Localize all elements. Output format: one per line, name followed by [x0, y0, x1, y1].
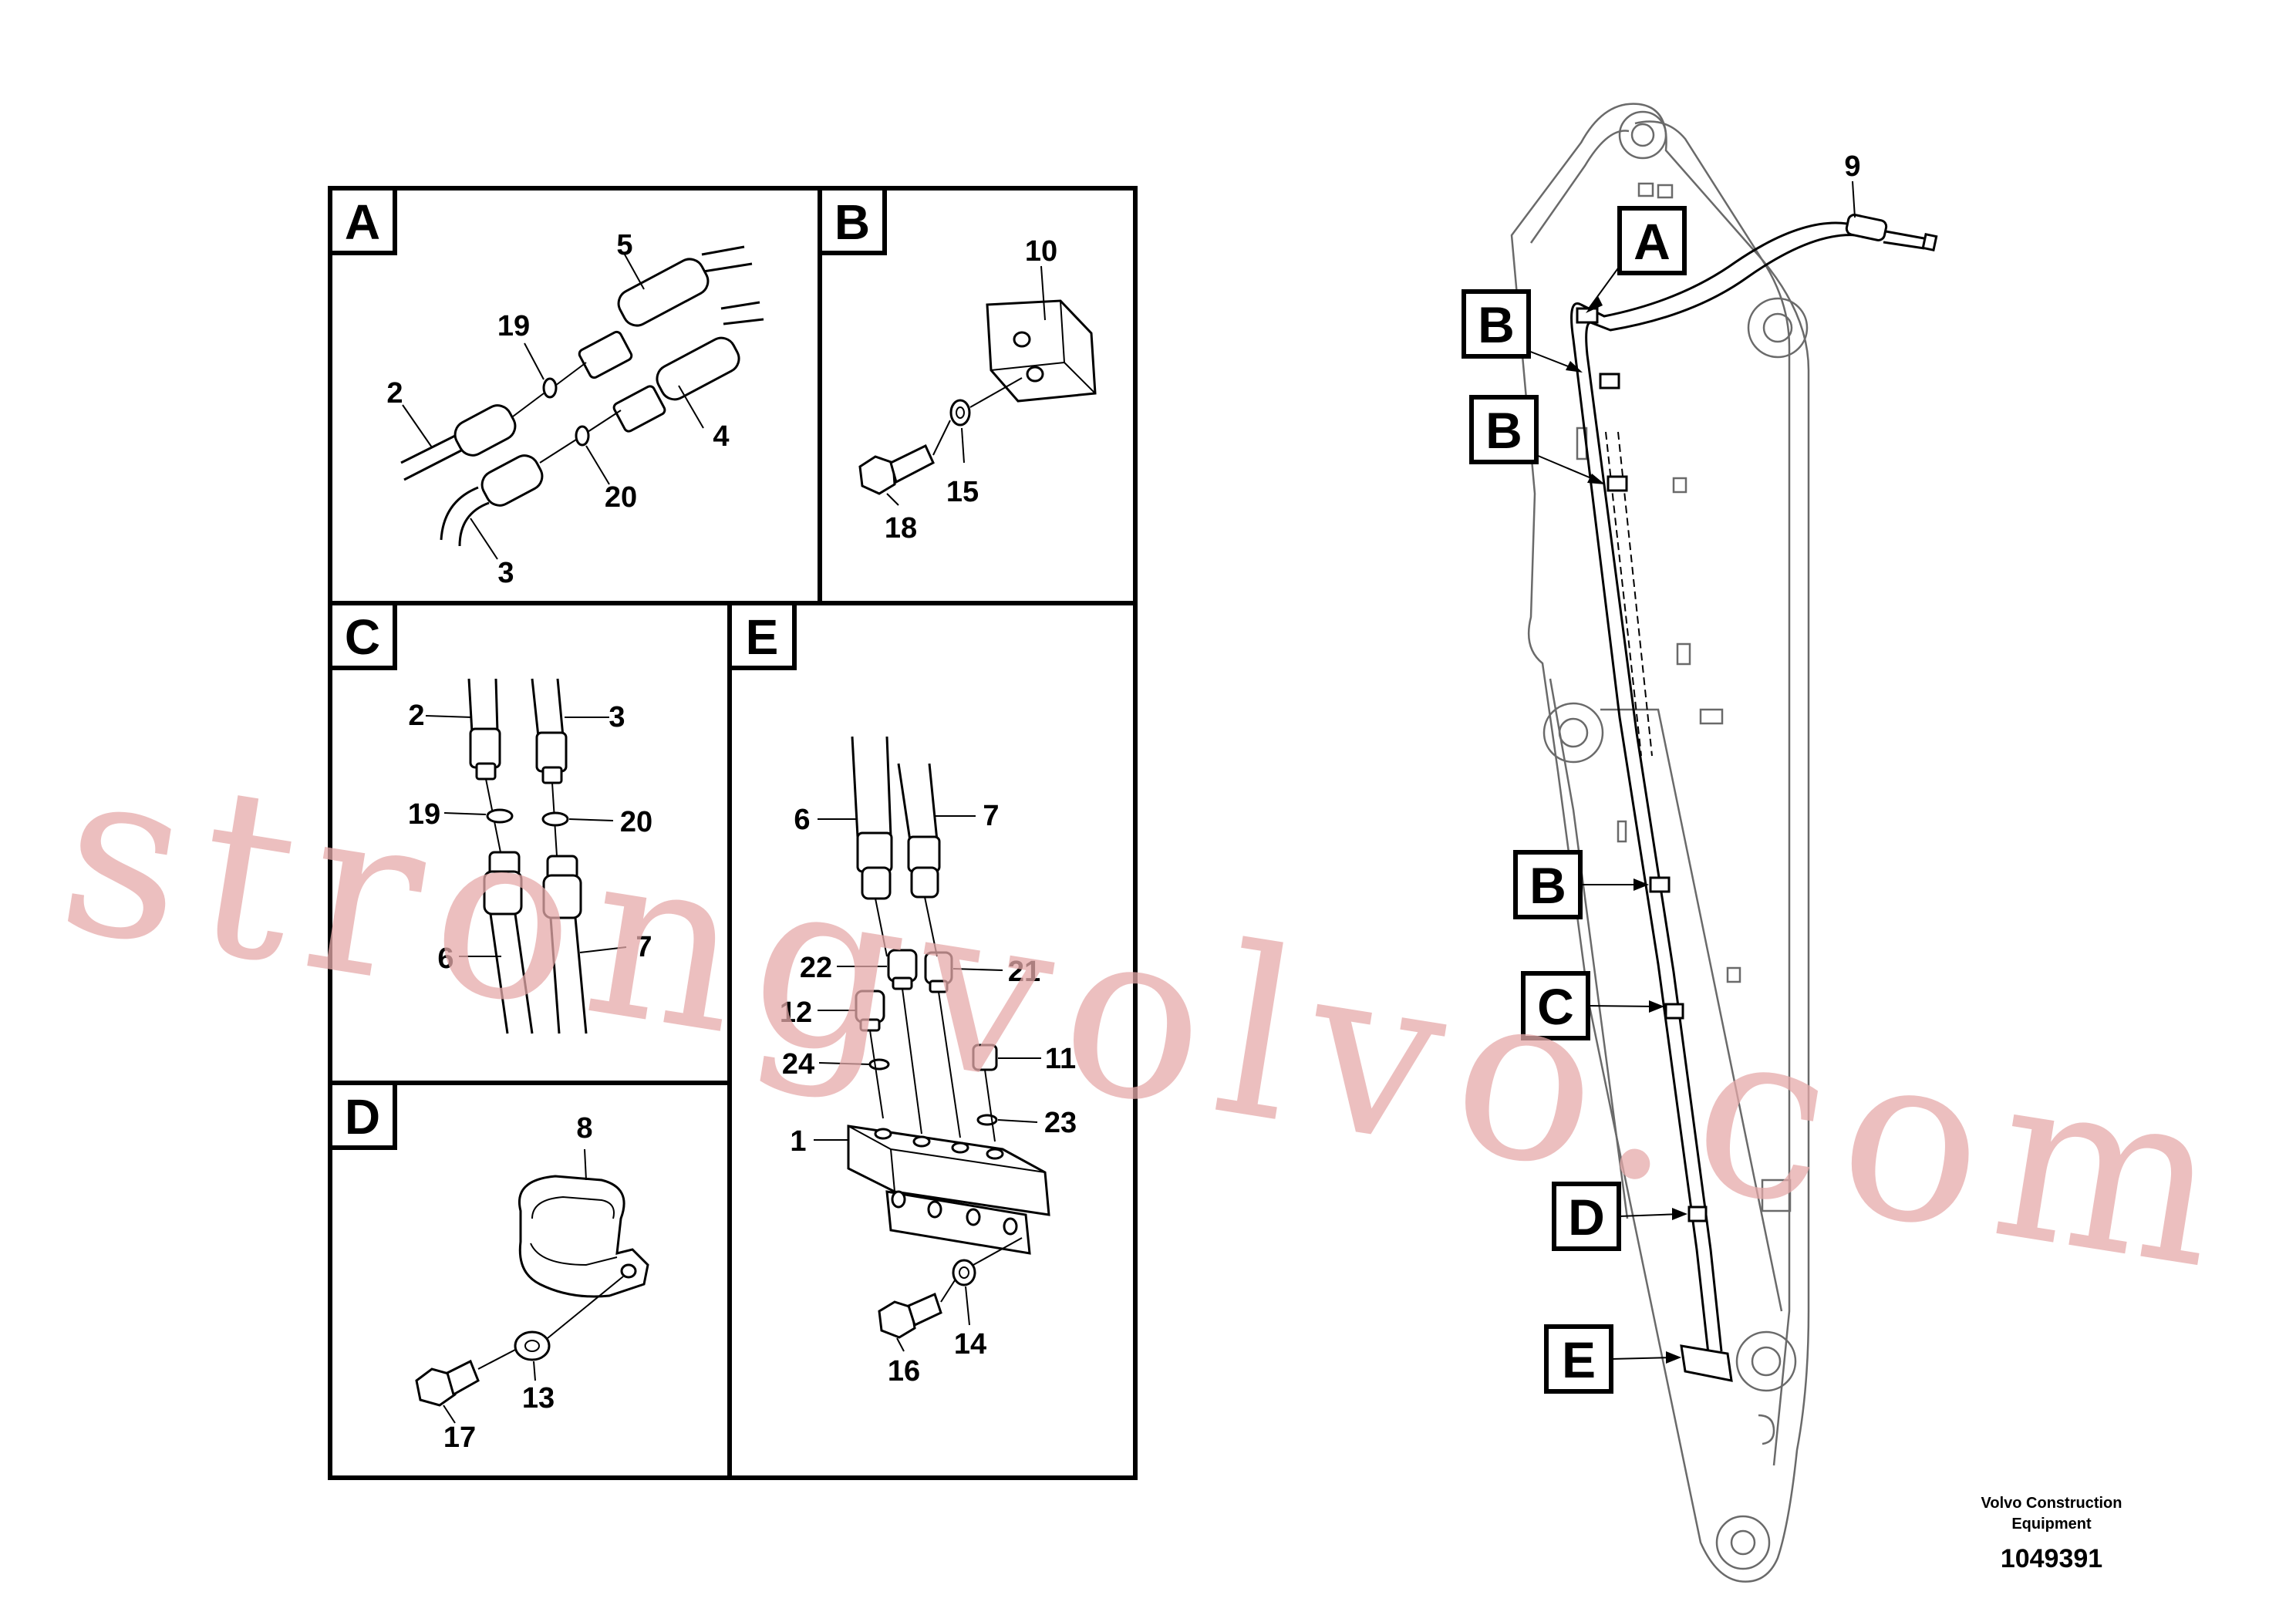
part-number-c-2: 2: [408, 700, 424, 732]
part-number-d-17: 17: [443, 1421, 476, 1454]
boom-callout-d: D: [1568, 1189, 1605, 1246]
part-number-a-3: 3: [497, 557, 514, 589]
part-number-a-5: 5: [616, 229, 632, 261]
boom-callout-b1: B: [1478, 296, 1515, 353]
hose-fitting-e-6: [861, 866, 892, 900]
panel-d-label: D: [345, 1089, 380, 1145]
panel-c-label: C: [345, 609, 380, 665]
part-number-d-8: 8: [576, 1112, 592, 1145]
hose-fitting-6: [483, 870, 523, 916]
washer-15: [949, 399, 971, 427]
company-name-line1: Volvo Construction: [1981, 1495, 2122, 1512]
part-number-e-7: 7: [983, 800, 999, 832]
panel-e-label: E: [746, 609, 779, 665]
clamp-8: [518, 1175, 649, 1298]
clamp-bracket-10: [986, 299, 1097, 403]
part-number-e-1: 1: [790, 1125, 806, 1158]
boom-pin-lower: [1735, 1330, 1797, 1392]
part-number-a-2: 2: [386, 377, 403, 410]
part-number-d-13: 13: [522, 1382, 555, 1415]
drawing-footer: Volvo Construction Equipment 1049391: [1981, 1495, 2122, 1573]
boom-callout-a: A: [1633, 213, 1671, 270]
part-number-e-24: 24: [782, 1048, 814, 1081]
hose-route: [1570, 221, 1848, 1354]
boom-assembly: A B B B C D E 9: [1462, 103, 1938, 1583]
boom-callout-b2: B: [1485, 402, 1522, 459]
panel-b: B 10 15 18: [818, 186, 1097, 545]
drawing-id: 1049391: [2001, 1544, 2102, 1573]
boom-pin-middle: [1542, 702, 1604, 764]
part-number-c-19: 19: [408, 798, 440, 831]
o-ring-c-20: [541, 811, 569, 827]
part-number-a-19: 19: [497, 310, 530, 342]
part-number-e-23: 23: [1044, 1107, 1077, 1139]
quick-coupler-9: [1845, 214, 1888, 241]
washer-14: [952, 1259, 976, 1286]
part-number-b-18: 18: [885, 512, 917, 545]
bolt-18: [858, 455, 896, 495]
manifold-block-1: [847, 1125, 1050, 1216]
bolt-16: [878, 1300, 916, 1339]
adapter-21: [924, 951, 953, 985]
part-number-e-14: 14: [954, 1328, 986, 1361]
boom-callout-c: C: [1537, 978, 1574, 1035]
hose-fitting-e-7: [910, 866, 939, 899]
adapter-12: [855, 990, 885, 1023]
boom-callout-e: E: [1562, 1331, 1596, 1388]
o-ring-19: [542, 377, 558, 399]
adapter-22: [887, 949, 918, 983]
boom-pin-top: [1618, 110, 1667, 160]
washer-13: [514, 1330, 551, 1361]
panel-a: A 5 19 2 4 20 3: [328, 186, 764, 589]
part-number-b-15: 15: [946, 476, 979, 508]
hose-fitting-2: [453, 404, 517, 457]
part-number-boom-9: 9: [1844, 150, 1860, 183]
hose-fitting-5: [617, 258, 710, 327]
part-number-c-7: 7: [636, 931, 652, 963]
panel-c: C 2 3 19 20 6 7: [328, 601, 652, 1034]
company-name-line2: Equipment: [2011, 1516, 2092, 1533]
manifold-block-boom: [1680, 1344, 1733, 1382]
boom-pin-bottom: [1715, 1515, 1771, 1570]
o-ring-c-19: [486, 808, 514, 824]
o-ring-20: [575, 425, 590, 447]
part-number-e-12: 12: [780, 996, 812, 1029]
hose-fitting-4: [656, 336, 740, 401]
boom-outline: [1510, 103, 1810, 1583]
part-number-e-6: 6: [794, 804, 810, 836]
boom-pin-upper-right: [1747, 297, 1809, 359]
part-number-c-6: 6: [437, 943, 453, 975]
part-number-a-4: 4: [713, 420, 729, 453]
part-number-e-22: 22: [800, 952, 832, 984]
panel-d: D 8 13 17: [328, 1081, 649, 1454]
hose-end-3: [535, 731, 568, 773]
boom-callout-b3: B: [1529, 857, 1566, 914]
part-number-e-21: 21: [1008, 956, 1040, 988]
part-number-c-20: 20: [620, 806, 652, 838]
panel-a-label: A: [345, 194, 380, 250]
part-number-e-11: 11: [1045, 1043, 1076, 1075]
fitting-11: [972, 1044, 998, 1071]
panel-b-label: B: [834, 194, 870, 250]
part-number-a-20: 20: [605, 481, 637, 514]
o-ring-24: [868, 1058, 890, 1071]
part-number-e-16: 16: [888, 1355, 920, 1388]
hose-fitting-3: [480, 454, 544, 507]
panel-e: E: [727, 601, 1077, 1388]
hose-fitting-7: [542, 874, 582, 919]
hose-end-2: [469, 727, 501, 769]
o-ring-23: [976, 1114, 998, 1126]
part-number-b-10: 10: [1025, 235, 1057, 268]
part-number-c-3: 3: [609, 701, 625, 733]
